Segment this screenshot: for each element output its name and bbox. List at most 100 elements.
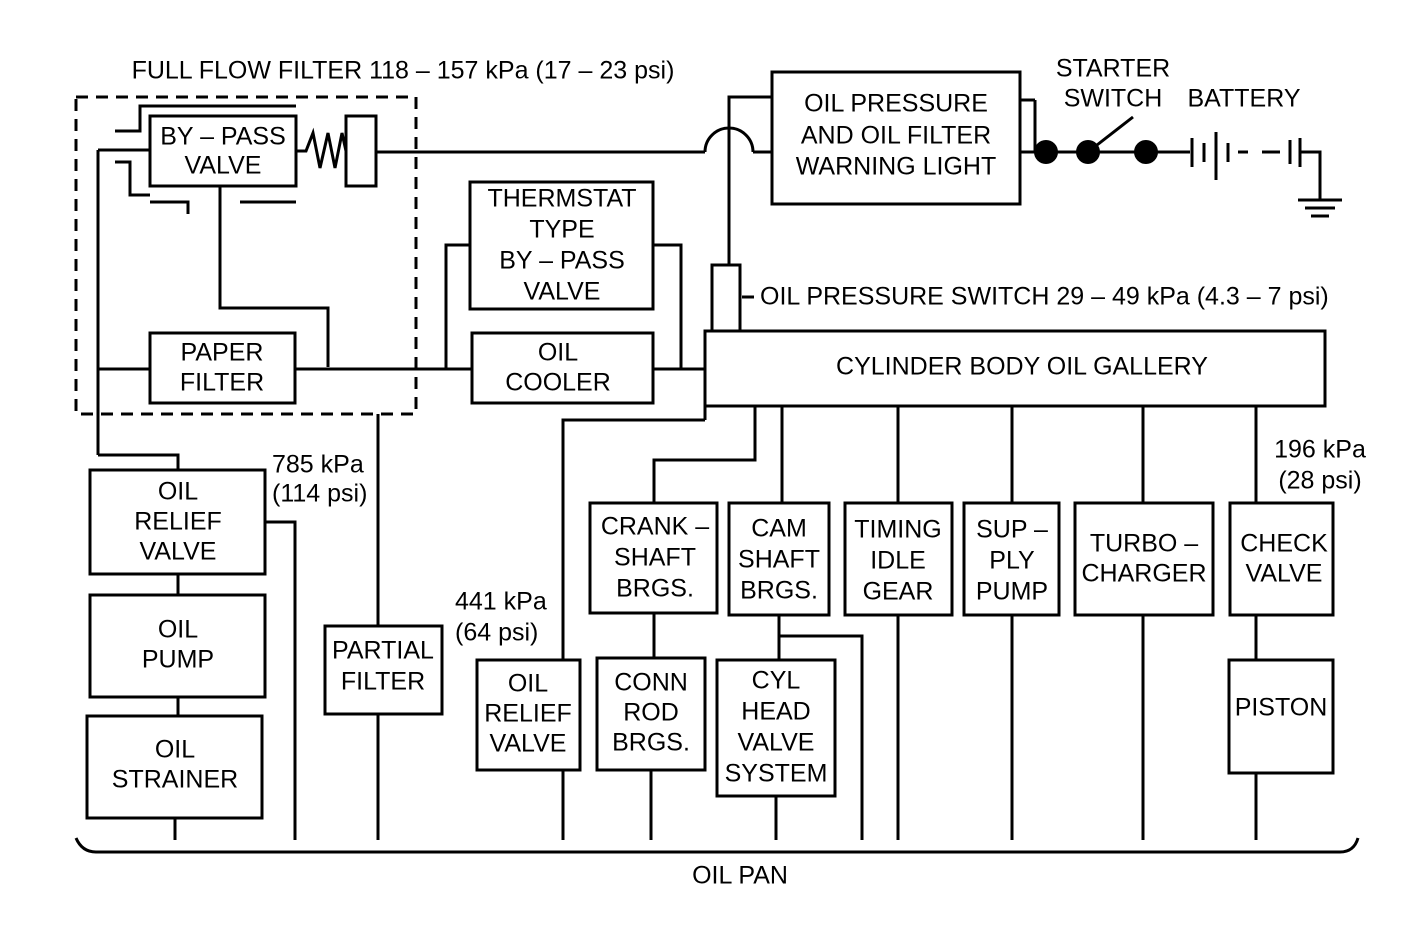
full-flow-filter-label: FULL FLOW FILTER 118 – 157 kPa (17 – 23 … <box>132 57 675 85</box>
relief-pressure-low-1: 441 kPa <box>455 588 547 616</box>
camshaft-brgs-label-3: BRGS. <box>740 577 818 605</box>
warning-light-label-1: OIL PRESSURE <box>804 90 988 118</box>
bypass-valve-label-2: VALVE <box>185 152 262 180</box>
cyl-head-valve-label-1: CYL <box>752 667 801 695</box>
check-valve-label-2: VALVE <box>1246 560 1323 588</box>
line-thermostat-out <box>653 243 683 369</box>
conn-rod-brgs-box <box>595 656 707 772</box>
camshaft-brgs-label-2: SHAFT <box>738 546 820 574</box>
oil-relief-valve-main-label-2: RELIEF <box>134 508 222 536</box>
line-gallery-to-relief <box>561 418 705 660</box>
line-cam-to-pan <box>779 634 864 840</box>
relief-pressure-high-1: 785 kPa <box>272 451 364 479</box>
oil-pump-label-2: PUMP <box>142 646 214 674</box>
turbocharger-box <box>1073 501 1215 617</box>
timing-idle-gear-label-3: GEAR <box>863 578 934 606</box>
oil-cooler-label-1: OIL <box>538 339 578 367</box>
conn-rod-brgs-label-2: ROD <box>623 699 679 727</box>
bypass-port-lower2 <box>150 200 190 214</box>
supply-pump-label-3: PUMP <box>976 578 1048 606</box>
camshaft-brgs-box <box>727 501 831 617</box>
battery-to-ground <box>1300 150 1322 200</box>
wire-switch-to-light <box>727 95 772 265</box>
thermostat-bypass-box <box>468 180 655 311</box>
line-thermostat-in <box>444 243 470 369</box>
crankshaft-brgs-label-1: CRANK – <box>601 513 709 541</box>
piston-label: PISTON <box>1235 694 1328 722</box>
camshaft-brgs-label-1: CAM <box>751 515 807 543</box>
cyl-head-valve-label-4: SYSTEM <box>725 760 828 788</box>
starter-switch-label-2: SWITCH <box>1064 85 1163 113</box>
oil-cooler-box <box>470 331 655 405</box>
bypass-valve-label-1: BY – PASS <box>160 123 286 151</box>
bypass-valve-spring <box>296 127 348 169</box>
crankshaft-brgs-label-3: BRGS. <box>616 575 694 603</box>
thermostat-bypass-label-1: THERMSTAT <box>487 185 636 213</box>
check-pressure-1: 196 kPa <box>1274 436 1366 464</box>
oil-relief-valve-gallery-box <box>475 658 582 772</box>
turbocharger-label-2: CHARGER <box>1081 560 1206 588</box>
conn-rod-brgs-label-3: BRGS. <box>612 729 690 757</box>
oil-pan-label: OIL PAN <box>692 862 788 890</box>
bypass-port-upper <box>115 104 296 133</box>
check-valve-box <box>1228 501 1335 617</box>
cyl-head-valve-label-3: VALVE <box>738 729 815 757</box>
oil-pump-box <box>88 593 267 699</box>
full-flow-filter-enclosure <box>74 95 418 416</box>
thermostat-bypass-label-2: TYPE <box>529 216 594 244</box>
cyl-head-valve-box <box>715 658 837 798</box>
oil-cooler-label-2: COOLER <box>505 369 611 397</box>
oil-gallery-box <box>703 329 1327 408</box>
oil-relief-valve-gallery-label-1: OIL <box>508 670 548 698</box>
timing-idle-gear-label-1: TIMING <box>854 516 942 544</box>
cyl-head-valve-label-2: HEAD <box>741 698 810 726</box>
supply-pump-label-1: SUP – <box>976 516 1048 544</box>
bypass-valve-plunger <box>344 114 378 188</box>
warning-light-box <box>770 70 1022 206</box>
conn-rod-brgs-label-1: CONN <box>614 669 688 697</box>
oil-strainer-label-2: STRAINER <box>112 766 238 794</box>
oil-relief-valve-main-label-3: VALVE <box>140 538 217 566</box>
oil-pressure-switch-label: OIL PRESSURE SWITCH 29 – 49 kPa (4.3 – 7… <box>760 283 1329 311</box>
partial-filter-label-1: PARTIAL <box>332 637 434 665</box>
oil-relief-valve-gallery-label-2: RELIEF <box>484 700 572 728</box>
timing-idle-gear-box <box>843 501 954 617</box>
partial-filter-box <box>323 624 444 716</box>
thermostat-bypass-label-4: VALVE <box>524 278 601 306</box>
starter-switch-blade <box>1087 115 1134 154</box>
piston-box <box>1227 658 1335 775</box>
relief-pressure-low-2: (64 psi) <box>455 619 538 647</box>
oil-strainer-label-1: OIL <box>155 736 195 764</box>
warning-light-label-3: WARNING LIGHT <box>796 153 996 181</box>
oil-strainer-box <box>85 714 264 820</box>
oil-pan-bracket <box>74 837 1360 854</box>
bypass-valve-box <box>148 114 298 188</box>
bypass-port-lower <box>115 160 150 197</box>
turbocharger-label-1: TURBO – <box>1090 530 1198 558</box>
supply-pump-label-2: PLY <box>989 547 1035 575</box>
line-relief-to-pan <box>265 520 297 840</box>
starter-switch-terminal-1 <box>1034 140 1058 164</box>
oil-pump-label-1: OIL <box>158 616 198 644</box>
line-gallery-to-crank <box>652 406 757 503</box>
oil-gallery-label: CYLINDER BODY OIL GALLERY <box>836 353 1208 381</box>
timing-idle-gear-label-2: IDLE <box>870 547 926 575</box>
oil-relief-valve-main-box <box>88 468 267 576</box>
thermostat-bypass-label-3: BY – PASS <box>499 247 625 275</box>
warning-light-label-2: AND OIL FILTER <box>801 122 991 150</box>
line-feed-to-relief <box>98 453 180 470</box>
relief-pressure-high-2: (114 psi) <box>272 480 367 508</box>
crankshaft-brgs-label-2: SHAFT <box>614 544 696 572</box>
line-bypass-to-filter-outlet <box>218 186 330 367</box>
check-pressure-2: (28 psi) <box>1278 467 1361 495</box>
paper-filter-label-2: FILTER <box>180 369 264 397</box>
battery-label: BATTERY <box>1188 85 1301 113</box>
check-valve-label-1: CHECK <box>1240 530 1328 558</box>
partial-filter-label-2: FILTER <box>341 668 425 696</box>
oil-relief-valve-gallery-label-3: VALVE <box>490 730 567 758</box>
oil-pressure-switch <box>710 263 742 333</box>
starter-switch-label-1: STARTER <box>1056 55 1170 83</box>
paper-filter-label-1: PAPER <box>181 339 264 367</box>
oil-relief-valve-main-label-1: OIL <box>158 478 198 506</box>
